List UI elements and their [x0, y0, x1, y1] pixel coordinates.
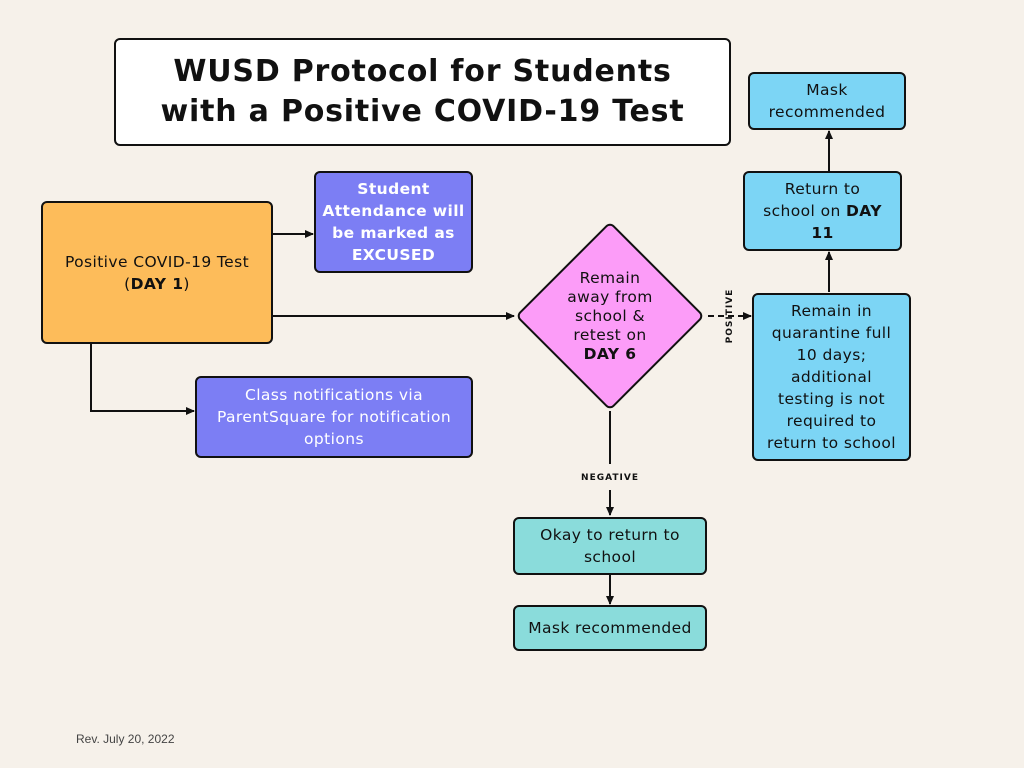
- positive-test-day: (DAY 1): [124, 273, 190, 295]
- day-6-label: DAY 6: [583, 344, 637, 363]
- negative-branch-label: NEGATIVE: [581, 473, 639, 483]
- mask-top-line-2: recommended: [768, 103, 886, 121]
- paren-open: (: [124, 274, 131, 293]
- okay-line-1: Okay to return to: [540, 526, 680, 544]
- return-day11-line-2: school on DAY: [763, 200, 882, 222]
- return-day11-line-3: 11: [811, 224, 834, 242]
- retest-decision: Remain away from school & retest on DAY …: [515, 221, 705, 411]
- quarantine-box: Remain in quarantine full 10 days; addit…: [752, 293, 911, 461]
- mask-top-line-1: Mask: [806, 81, 848, 99]
- okay-line-2: school: [583, 548, 637, 566]
- class-notifications-line-1: Class notifications via: [244, 386, 424, 404]
- day-1-label: DAY 1: [130, 274, 184, 293]
- paren-close: ): [183, 274, 190, 293]
- return-day11-day-word: DAY: [846, 202, 882, 220]
- positive-branch-label: POSITIVE: [725, 288, 735, 344]
- retest-line-1: Remain: [579, 268, 641, 287]
- mask-recommended-bottom-box: Mask recommended: [513, 605, 707, 651]
- mask-bottom-label: Mask recommended: [528, 619, 692, 637]
- return-day11-line-1: Return to: [784, 180, 861, 198]
- quarantine-line-4: additional: [791, 368, 872, 386]
- quarantine-line-1: Remain in: [791, 302, 872, 320]
- attendance-line-1: Student: [357, 180, 430, 198]
- class-notifications-box: Class notifications via ParentSquare for…: [195, 376, 473, 458]
- quarantine-line-5: testing is not: [778, 390, 885, 408]
- title-line-2: with a Positive COVID-19 Test: [160, 94, 685, 129]
- title-line-1: WUSD Protocol for Students: [173, 54, 672, 89]
- class-notifications-line-2: ParentSquare for notification: [216, 408, 452, 426]
- attendance-line-2: Attendance will: [322, 202, 465, 220]
- positive-test-box: Positive COVID-19 Test (DAY 1): [41, 201, 273, 344]
- attendance-line-4: EXCUSED: [351, 246, 436, 264]
- quarantine-line-2: quarantine full: [771, 324, 892, 342]
- retest-line-2: away from: [567, 287, 653, 306]
- page-title: WUSD Protocol for Students with a Positi…: [114, 38, 731, 146]
- revision-date: Rev. July 20, 2022: [76, 732, 175, 746]
- return-day11-prefix: school on: [763, 202, 847, 220]
- quarantine-line-3: 10 days;: [796, 346, 867, 364]
- quarantine-line-6: required to: [786, 412, 877, 430]
- attendance-box: Student Attendance will be marked as EXC…: [314, 171, 473, 273]
- retest-line-4: retest on: [573, 325, 647, 344]
- return-day11-box: Return to school on DAY 11: [743, 171, 902, 251]
- quarantine-line-7: return to school: [767, 434, 896, 452]
- attendance-line-3: be marked as: [332, 224, 455, 242]
- retest-line-3: school &: [575, 306, 645, 325]
- retest-decision-text: Remain away from school & retest on DAY …: [515, 221, 705, 411]
- mask-recommended-top-box: Mask recommended: [748, 72, 906, 130]
- positive-test-label: Positive COVID-19 Test: [64, 252, 250, 271]
- class-notifications-line-3: options: [304, 430, 364, 448]
- okay-to-return-box: Okay to return to school: [513, 517, 707, 575]
- arrow-to-class-notifications: [90, 344, 195, 415]
